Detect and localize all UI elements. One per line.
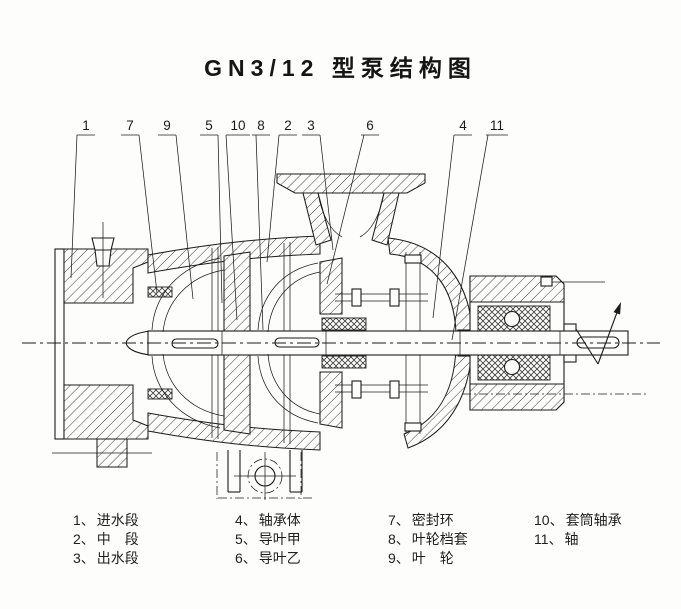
legend-item: 4、轴承体: [235, 511, 301, 530]
housing-stud: [540, 276, 553, 287]
impeller-drawing: [151, 257, 321, 429]
inlet-section-drawing: [52, 222, 152, 468]
leader-line: [138, 134, 158, 294]
legend-item-number: 11、: [534, 531, 563, 547]
legend-item: 1、进水段: [73, 511, 139, 530]
legend-item-label: 导叶乙: [258, 550, 301, 566]
callout-number: 9: [163, 118, 171, 133]
leader-line: [255, 134, 264, 331]
legend-item-number: 5、: [235, 531, 257, 547]
callout-number: 10: [230, 118, 245, 133]
arrow-head: [613, 302, 621, 315]
legend-item: 9、叶 轮: [388, 549, 468, 568]
callout-number: 2: [284, 118, 292, 133]
legend-column-2: 4、轴承体 5、导叶甲 6、导叶乙: [235, 511, 301, 568]
legend-item-label: 套筒轴承: [565, 512, 622, 528]
callout-number: 7: [126, 118, 134, 133]
discharge-pipe-right-wall: [371, 192, 400, 246]
legend-item: 7、密封环: [388, 511, 468, 530]
tie-bolt-nut: [351, 288, 362, 307]
callouts: 1 7 9 5 10 8 2 3 6: [70, 118, 508, 341]
seal-ring-lower: [147, 388, 173, 400]
legend-item-label: 进水段: [96, 512, 139, 528]
guide-vane-a-lower: [223, 353, 251, 435]
legend-item: 6、导叶乙: [235, 549, 301, 568]
legend-column-1: 1、进水段 2、中 段 3、出水段: [73, 511, 139, 568]
page-title: GN3/12 型泵结构图: [204, 55, 477, 81]
legend-item-label: 叶 轮: [411, 550, 454, 566]
legend-item-number: 2、: [73, 531, 95, 547]
legend-column-4: 10、套筒轴承 11、轴: [534, 511, 622, 549]
discharge-pipe-left-wall: [302, 192, 332, 246]
legend-item: 11、轴: [534, 530, 622, 549]
shaft-keyway: [576, 336, 620, 349]
callout-number: 3: [307, 118, 315, 133]
callout-number: 11: [490, 118, 504, 133]
sleeve-bearing-lower: [321, 355, 367, 369]
tie-bolt-nut: [351, 380, 362, 399]
callout-number: 8: [257, 118, 265, 133]
legend-item: 2、中 段: [73, 530, 139, 549]
middle-section-drawing: [147, 235, 428, 451]
shaft-keyway: [171, 338, 219, 349]
legend-item-number: 9、: [388, 550, 410, 566]
guide-vane-b: [319, 257, 343, 315]
dome-flange-bolt: [404, 254, 422, 264]
rear-dome-wall: [387, 237, 473, 449]
legend-item-number: 7、: [388, 512, 410, 528]
legend-item: 10、套筒轴承: [534, 511, 622, 530]
inlet-lower-wall: [63, 384, 149, 440]
leader-line: [326, 134, 365, 285]
legend-item-label: 导叶甲: [258, 531, 301, 547]
legend-item-label: 轴: [564, 531, 579, 547]
sleeve-bearing-upper: [321, 317, 367, 331]
leader-line: [432, 134, 455, 319]
legend-item: 3、出水段: [73, 549, 139, 568]
outlet-section-drawing: [276, 173, 426, 246]
dome-flange-bolt: [404, 422, 422, 432]
legend-item-number: 6、: [235, 550, 257, 566]
callout-number: 5: [205, 118, 213, 133]
callout-number: 4: [459, 118, 467, 133]
legend-item-label: 出水段: [96, 550, 139, 566]
discharge-flange: [276, 173, 426, 194]
inlet-flange-face: [54, 248, 65, 440]
callout-number: 6: [366, 118, 374, 133]
leader-line: [225, 134, 238, 321]
leader-line: [451, 134, 489, 341]
leader-line: [217, 134, 223, 304]
guide-vane-b-lower: [319, 371, 343, 429]
legend-item-number: 4、: [235, 512, 257, 528]
seal-ring-upper: [147, 286, 173, 298]
leader-line: [319, 134, 334, 251]
legend-item-number: 10、: [534, 512, 564, 528]
bearing-ball: [503, 310, 521, 328]
shaft-keyway: [274, 337, 320, 348]
bearing-ball: [503, 358, 521, 376]
legend-item-number: 3、: [73, 550, 95, 566]
rotation-direction-arrow-icon: [575, 302, 621, 365]
bearing-housing-bottom-wall: [469, 383, 565, 411]
legend-item-label: 密封环: [411, 512, 454, 528]
legend-item: 5、导叶甲: [235, 530, 301, 549]
legend-item-label: 叶轮档套: [411, 531, 468, 547]
leader-line: [175, 134, 194, 300]
legend-column-3: 7、密封环 8、叶轮档套 9、叶 轮: [388, 511, 468, 568]
leader-line: [70, 134, 78, 279]
drain-port-drawing: [216, 450, 314, 500]
legend-item-number: 1、: [73, 512, 95, 528]
legend-item-number: 8、: [388, 531, 410, 547]
legend-item-label: 轴承体: [258, 512, 301, 528]
legend-item: 8、叶轮档套: [388, 530, 468, 549]
leader-line: [266, 134, 280, 263]
tie-bolt-nut: [389, 288, 400, 307]
callout-number: 1: [82, 118, 90, 133]
tie-bolt-nut: [389, 380, 400, 399]
legend-item-label: 中 段: [96, 531, 139, 547]
inlet-upper-wall: [63, 248, 149, 304]
